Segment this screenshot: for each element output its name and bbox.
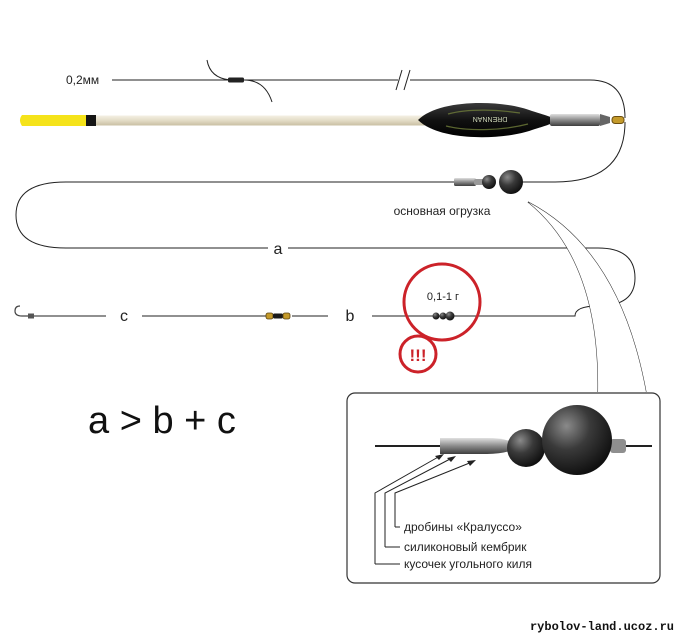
callout-shot-2	[439, 312, 447, 320]
float-stem	[96, 115, 426, 126]
float-brand-label: DRENNAN	[473, 115, 508, 122]
silicone-tube-label: силиконовый кембрик	[404, 540, 527, 554]
float-bulb	[418, 102, 556, 138]
float-keel-end	[600, 114, 610, 126]
detail-silicone-tube	[610, 439, 626, 453]
callout-circle	[402, 262, 482, 342]
shot-type-label: дробины «Кралуссо»	[404, 520, 522, 534]
watermark: rybolov-land.ucoz.ru	[530, 620, 674, 634]
keel-piece-small	[454, 178, 476, 186]
shot-weight-label: 0,1-1 г	[427, 291, 459, 303]
zoom-callout-fill	[528, 202, 646, 392]
line-diameter-label: 0,2мм	[66, 73, 99, 87]
float-eyelet	[611, 116, 625, 124]
main-weight-assembly	[454, 170, 523, 194]
detail-arrows	[435, 454, 476, 466]
main-weight-label: основная огрузка	[394, 204, 491, 218]
detail-leader-ticks	[375, 526, 400, 565]
warning-badge	[398, 334, 438, 374]
callout-shot-3	[445, 311, 455, 321]
shot-large	[499, 170, 523, 194]
silicone-tube-small	[474, 179, 484, 185]
keel-piece-label: кусочек угольного киля	[404, 557, 532, 571]
detail-shot-small	[507, 429, 545, 467]
float-bulb-decor	[445, 109, 529, 131]
formula: a > b + c	[88, 400, 236, 442]
segment-c-label: c	[120, 308, 128, 325]
segment-a-label: a	[274, 241, 283, 258]
segment-b-label: b	[346, 308, 355, 325]
detail-keel-piece	[440, 438, 510, 454]
callout-shot-1	[432, 312, 440, 320]
float-tip	[20, 115, 86, 126]
shot-callout: !!! 0,1-1 г	[398, 262, 482, 374]
line-connector	[228, 77, 244, 83]
swivel	[265, 312, 291, 320]
warning-mark: !!!	[410, 346, 427, 365]
lower-line	[30, 305, 599, 317]
detail-leaders	[374, 455, 473, 564]
shot-small	[482, 175, 496, 189]
float-tip-band	[86, 115, 96, 126]
float-keel	[550, 114, 600, 126]
main-line-top	[112, 59, 626, 119]
detail-shot-large	[542, 405, 612, 475]
float: DRENNAN	[20, 102, 625, 138]
detail-box: дробины «Кралуссо» силиконовый кембрик к…	[346, 392, 661, 584]
line-break-mark	[395, 69, 411, 91]
hook	[14, 305, 34, 319]
